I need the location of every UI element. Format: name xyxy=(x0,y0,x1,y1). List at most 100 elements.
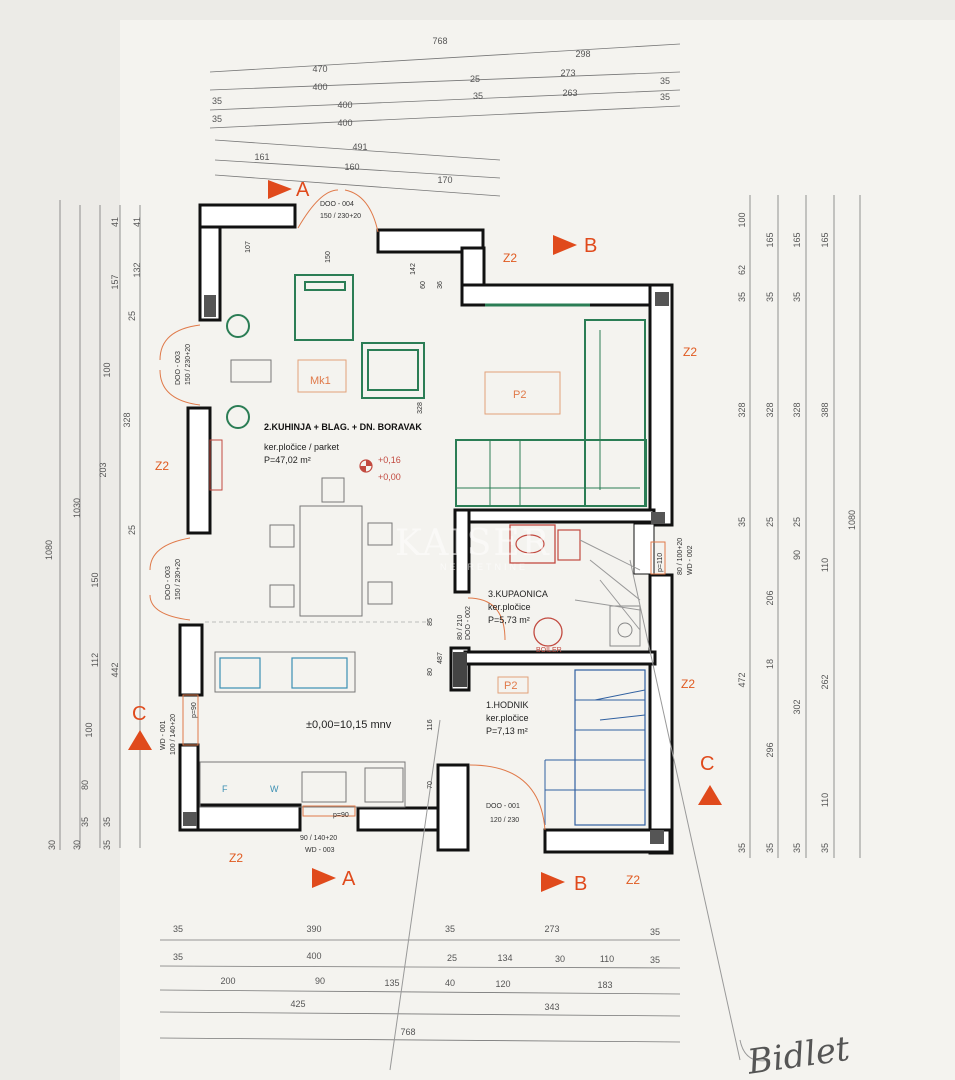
zone-label: Z2 xyxy=(155,459,169,473)
dimension-right: 35 xyxy=(765,292,775,302)
dimension-left: 328 xyxy=(122,412,132,427)
kitchen-floor: ker.pločice / parket xyxy=(264,442,340,452)
dimension-inner: 60 xyxy=(420,281,427,289)
right-dimension-lines xyxy=(749,195,861,858)
window-001-size: 100 / 140+20 xyxy=(170,714,177,755)
dimension-inner: 142 xyxy=(410,263,417,275)
dimension-top: 35 xyxy=(212,96,222,106)
top-dimension-lines xyxy=(209,43,681,197)
section-arrows xyxy=(128,180,722,892)
dimension-top: 263 xyxy=(562,88,577,98)
dimension-bottom: 30 xyxy=(555,954,565,964)
mk1-label: Mk1 xyxy=(310,375,331,387)
dimension-left: 1030 xyxy=(72,498,82,518)
dimension-right: 328 xyxy=(765,402,775,417)
dimension-inner: 80 xyxy=(427,668,434,676)
dimension-right: 35 xyxy=(792,292,802,302)
dimension-bottom: 768 xyxy=(400,1027,415,1037)
hall-title: 1.HODNIK xyxy=(486,700,529,710)
level-plus: +0,16 xyxy=(378,455,401,465)
dimension-left: 203 xyxy=(98,462,108,477)
dimension-bottom: 390 xyxy=(306,924,321,934)
dimension-right: 100 xyxy=(737,212,747,227)
dimension-right: 262 xyxy=(820,674,830,689)
dimension-right: 328 xyxy=(792,402,802,417)
dimension-right: 302 xyxy=(792,699,802,714)
dimension-top: 491 xyxy=(352,142,367,152)
boiler-label: BOILER xyxy=(536,647,562,654)
dimension-left: 132 xyxy=(132,262,142,277)
parapet-90-left: p=90 xyxy=(191,702,198,718)
dimension-right: 18 xyxy=(765,659,775,669)
section-c-right: C xyxy=(700,753,714,775)
level-zero: +0,00 xyxy=(378,472,401,482)
base-level: ±0,00=10,15 mnv xyxy=(306,719,392,731)
dimension-left: 157 xyxy=(110,274,120,289)
interior-walls xyxy=(183,292,669,844)
dimension-left: 35 xyxy=(102,817,112,827)
dimension-right: 206 xyxy=(765,590,775,605)
door-003b-size: 150 / 230+20 xyxy=(175,559,182,600)
bath-floor: ker.pločice xyxy=(488,602,531,612)
dimension-top: 400 xyxy=(337,118,352,128)
dimension-right: 1080 xyxy=(847,510,857,530)
dimension-bottom: 273 xyxy=(544,924,559,934)
dimension-top: 25 xyxy=(470,74,480,84)
dimension-left: 41 xyxy=(110,217,120,227)
dimension-right: 472 xyxy=(737,672,747,687)
watermark-sub: NEKRETNINE xyxy=(440,562,528,572)
dimension-right: 165 xyxy=(792,232,802,247)
zone-label: Z2 xyxy=(626,873,640,887)
zone-label: Z2 xyxy=(503,251,517,265)
dimension-bottom: 134 xyxy=(497,953,512,963)
watermark: KAISER NEKRETNINE xyxy=(395,523,551,572)
dimension-bottom: 183 xyxy=(597,980,612,990)
section-a-top: A xyxy=(296,179,310,201)
dimension-inner: 107 xyxy=(245,241,252,253)
door-001-code: DOO - 001 xyxy=(486,803,520,810)
door-003a-code: DOO - 003 xyxy=(175,351,182,385)
dimension-inner: 150 xyxy=(325,251,332,263)
washer-label: W xyxy=(270,784,279,794)
zone-label: Z2 xyxy=(683,345,697,359)
watermark-name: KAISER xyxy=(395,523,551,564)
bath-area: P=5,73 m² xyxy=(488,615,530,625)
dimension-bottom: 135 xyxy=(384,978,399,988)
dimension-bottom: 120 xyxy=(495,979,510,989)
dimension-left: 100 xyxy=(102,362,112,377)
dimension-inner: 36 xyxy=(437,281,444,289)
dims-left: 1080103044241157253282510020315011210080… xyxy=(44,217,142,850)
door-003a-size: 150 / 230+20 xyxy=(185,344,192,385)
dimension-right: 35 xyxy=(765,843,775,853)
dimension-bottom: 35 xyxy=(445,924,455,934)
dimension-bottom: 110 xyxy=(600,954,614,964)
sofa-area xyxy=(455,303,647,507)
staircase xyxy=(544,539,646,826)
dimension-inner: 116 xyxy=(427,719,434,730)
dimension-left: 25 xyxy=(127,311,137,321)
door-004-size: 150 / 230+20 xyxy=(320,213,361,220)
dimension-left: 1080 xyxy=(44,540,54,560)
kitchen-area: P=47,02 m² xyxy=(264,455,311,465)
bathroom-fixtures xyxy=(509,524,641,647)
dimension-top: 170 xyxy=(437,175,452,185)
dimension-right: 388 xyxy=(820,402,830,417)
window-003-size: 90 / 140+20 xyxy=(300,835,337,842)
dimension-right: 328 xyxy=(737,402,747,417)
door-002-code: DOO - 002 xyxy=(465,606,472,640)
hall-area: P=7,13 m² xyxy=(486,726,528,736)
dimension-left: 80 xyxy=(80,780,90,790)
door-003b-code: DOO - 003 xyxy=(165,566,172,600)
dimension-bottom: 90 xyxy=(315,976,325,986)
dimension-left: 100 xyxy=(84,722,94,737)
hall-floor: ker.pločice xyxy=(486,713,529,723)
dimension-top: 35 xyxy=(473,91,483,101)
kitchen-title: 2.KUHINJA + BLAG. + DN. BORAVAK xyxy=(264,422,422,432)
p2-living-label: P2 xyxy=(513,389,526,401)
dimension-top: 161 xyxy=(254,152,269,162)
zone-label: Z2 xyxy=(681,677,695,691)
fridge-label: F xyxy=(222,784,228,794)
